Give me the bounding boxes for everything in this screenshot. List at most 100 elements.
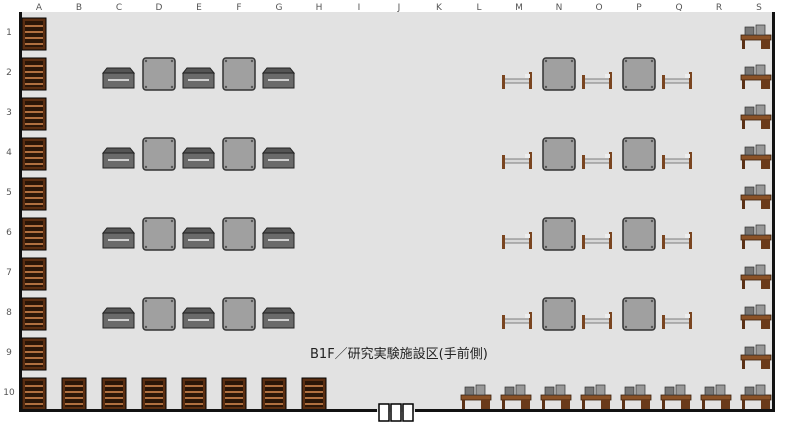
desk-tile — [580, 384, 612, 409]
map-objects — [21, 17, 772, 411]
column-label: J — [397, 3, 401, 13]
bed-tile — [582, 232, 612, 249]
bookshelf-tile — [261, 377, 287, 411]
bookshelf-tile — [221, 377, 247, 411]
entrance-door[interactable] — [378, 403, 414, 422]
bookshelf-tile — [21, 217, 47, 251]
panel-tile — [542, 217, 576, 251]
desk-tile — [700, 384, 732, 409]
panel-tile — [542, 137, 576, 171]
bed-tile — [502, 232, 532, 249]
bed-tile — [582, 312, 612, 329]
panel-tile — [222, 137, 256, 171]
bookshelf-tile — [301, 377, 327, 411]
row-label: 6 — [6, 228, 12, 238]
bookshelf-tile — [21, 257, 47, 291]
panel-tile — [622, 57, 656, 91]
machine-tile — [101, 227, 136, 249]
row-label: 7 — [6, 268, 12, 278]
desk-tile — [740, 384, 772, 409]
column-label: S — [756, 3, 762, 13]
bed-tile — [582, 152, 612, 169]
machine-tile — [101, 147, 136, 169]
desk-tile — [740, 104, 772, 129]
panel-tile — [622, 137, 656, 171]
column-label: D — [156, 3, 163, 13]
machine-tile — [181, 307, 216, 329]
panel-tile — [222, 57, 256, 91]
panel-tile — [142, 297, 176, 331]
bookshelf-tile — [141, 377, 167, 411]
desk-tile — [740, 184, 772, 209]
bed-tile — [662, 232, 692, 249]
row-label: 5 — [6, 188, 12, 198]
bed-tile — [662, 312, 692, 329]
column-label: A — [36, 3, 43, 13]
row-label: 8 — [6, 308, 12, 318]
desk-tile — [740, 224, 772, 249]
column-label: E — [196, 3, 202, 13]
machine-tile — [181, 67, 216, 89]
column-label: F — [236, 3, 241, 13]
bookshelf-tile — [21, 17, 47, 51]
column-label: M — [515, 3, 523, 13]
bookshelf-tile — [101, 377, 127, 411]
column-label: H — [316, 3, 323, 13]
bookshelf-tile — [21, 57, 47, 91]
bookshelf-tile — [21, 97, 47, 131]
column-label: R — [716, 3, 722, 13]
machine-tile — [101, 307, 136, 329]
column-label: C — [116, 3, 122, 13]
machine-tile — [261, 307, 296, 329]
machine-tile — [101, 67, 136, 89]
bookshelf-tile — [21, 297, 47, 331]
bookshelf-tile — [21, 377, 47, 411]
map-title: B1F／研究実験施設区(手前側) — [310, 346, 488, 362]
desk-tile — [740, 304, 772, 329]
walls — [19, 12, 775, 412]
bed-tile — [662, 72, 692, 89]
row-label: 1 — [6, 28, 12, 38]
panel-tile — [222, 217, 256, 251]
bed-tile — [502, 152, 532, 169]
bookshelf-tile — [21, 137, 47, 171]
row-label: 9 — [6, 348, 12, 358]
machine-tile — [181, 227, 216, 249]
bookshelf-tile — [21, 337, 47, 371]
desk-tile — [740, 64, 772, 89]
bookshelf-tile — [181, 377, 207, 411]
bed-tile — [582, 72, 612, 89]
panel-tile — [542, 57, 576, 91]
machine-tile — [181, 147, 216, 169]
panel-tile — [222, 297, 256, 331]
machine-tile — [261, 227, 296, 249]
bookshelf-tile — [61, 377, 87, 411]
row-label: 4 — [6, 148, 12, 158]
desk-tile — [740, 24, 772, 49]
row-label: 10 — [3, 388, 15, 398]
desk-tile — [540, 384, 572, 409]
column-label: K — [436, 3, 443, 13]
column-label: Q — [675, 3, 682, 13]
column-label: G — [276, 3, 283, 13]
column-label: N — [556, 3, 563, 13]
column-label: B — [76, 3, 82, 13]
panel-tile — [142, 137, 176, 171]
panel-tile — [622, 217, 656, 251]
desk-tile — [740, 264, 772, 289]
column-label: P — [636, 3, 642, 13]
desk-tile — [660, 384, 692, 409]
panel-tile — [142, 57, 176, 91]
desk-tile — [740, 144, 772, 169]
column-label: I — [358, 3, 361, 13]
bookshelf-tile — [21, 177, 47, 211]
machine-tile — [261, 147, 296, 169]
desk-tile — [500, 384, 532, 409]
panel-tile — [542, 297, 576, 331]
bed-tile — [502, 72, 532, 89]
row-label: 2 — [6, 68, 12, 78]
machine-tile — [261, 67, 296, 89]
